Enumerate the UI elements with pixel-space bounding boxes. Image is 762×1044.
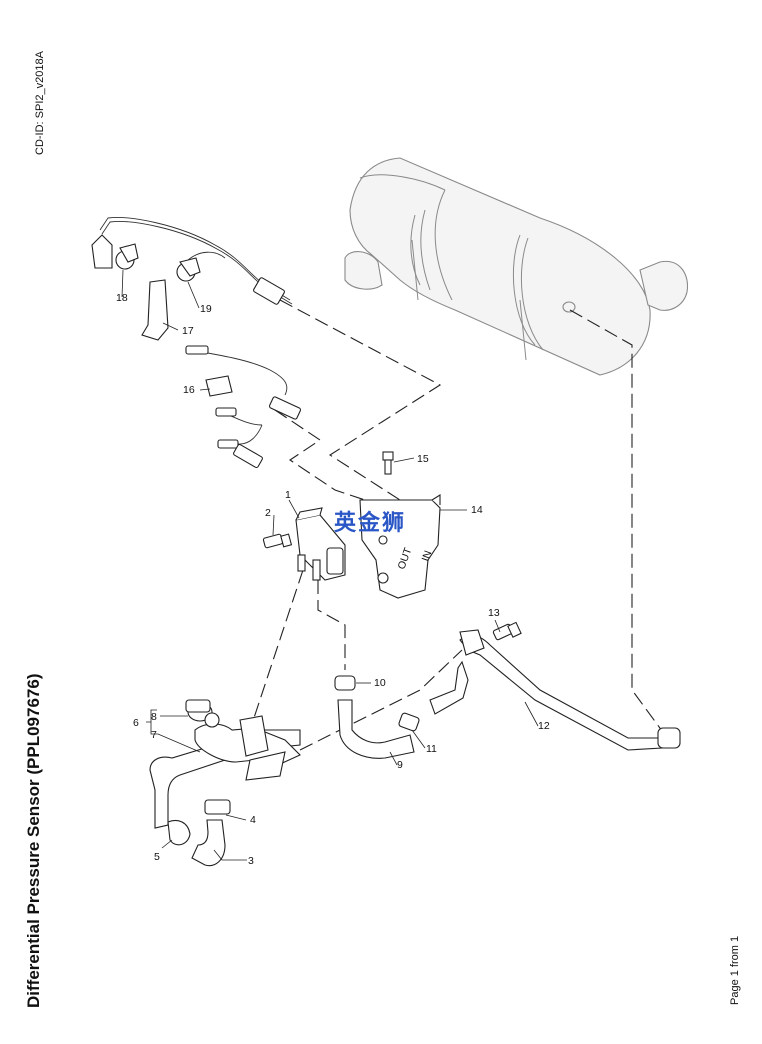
callout-4: 4 [250,814,256,826]
watermark-text: 英金狮 [334,510,406,536]
callout-18: 18 [116,292,128,304]
callout-12: 12 [538,720,550,732]
callout-5: 5 [154,851,160,863]
callout-10: 10 [374,677,386,689]
callout-2: 2 [265,507,271,519]
callout-17: 17 [182,325,194,337]
callout-14: 14 [471,504,483,516]
callout-13: 13 [488,607,500,619]
sensor-bracket: OUT IN [359,451,441,599]
pressure-pipe-12 [459,621,681,751]
in-port-label: IN [420,549,435,563]
particulate-filter-housing [344,157,689,376]
hose-9-assembly [334,660,469,759]
callout-6: 6 [133,717,139,729]
lower-hose-assembly [149,699,301,867]
callout-1: 1 [285,489,291,501]
callout-15: 15 [417,453,429,465]
callout-numbers: 1 2 3 4 5 6 7 8 9 10 11 12 13 14 15 16 1… [116,292,550,867]
callout-8: 8 [151,711,157,723]
callout-leaders [121,269,539,861]
differential-pressure-sensor [262,507,346,581]
callout-9: 9 [397,759,403,771]
callout-3: 3 [248,855,254,867]
callout-7: 7 [151,729,157,741]
sensor-harness [185,345,302,469]
callout-19: 19 [200,303,212,315]
pressure-line-assembly-upper [91,217,293,341]
callout-11: 11 [426,743,437,755]
callout-16: 16 [183,384,195,396]
